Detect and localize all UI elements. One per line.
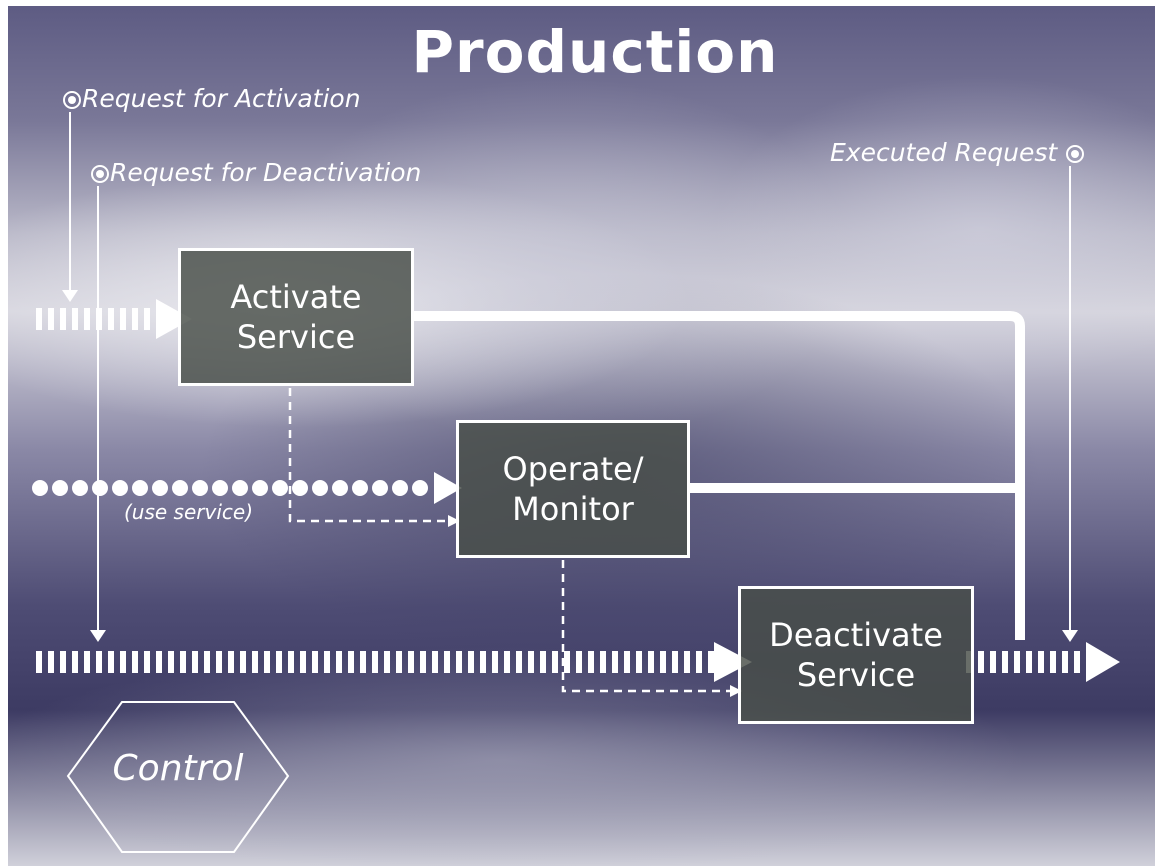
diagram-title: Production: [411, 18, 779, 86]
target-dot-icon: [1066, 145, 1085, 163]
deactivate-service-box: Deactivate Service: [738, 586, 974, 724]
executed-request-arrowhead: [1062, 630, 1078, 642]
target-dot-icon: [91, 165, 109, 183]
use-service-arrow: [32, 472, 462, 504]
use-service-label: (use service): [124, 500, 254, 524]
activate-to-operate-dashed: [288, 388, 450, 523]
request-activation-label: Request for Activation: [62, 84, 361, 113]
control-hexagon: [66, 701, 290, 853]
request-activation-text: Request for Activation: [82, 84, 361, 113]
request-deactivation-text: Request for Deactivation: [110, 158, 422, 187]
target-dot-icon: [63, 91, 81, 109]
output-arrow: [966, 642, 1120, 682]
operate-to-deactivate-dashed: [561, 560, 732, 693]
activation-request-arrowhead: [62, 290, 78, 302]
control-label: Control: [112, 748, 244, 789]
executed-request-text: Executed Request: [830, 138, 1058, 167]
executed-request-label: Executed Request: [830, 138, 1085, 167]
activate-feedback-line: [414, 311, 1025, 640]
request-deactivation-label: Request for Deactivation: [90, 158, 421, 187]
activate-input-arrow: [36, 299, 192, 339]
activate-service-box: Activate Service: [178, 248, 414, 386]
operate-monitor-box: Operate/ Monitor: [456, 420, 690, 558]
deactivation-request-arrowhead: [90, 630, 106, 642]
main-lifecycle-arrow: [36, 642, 752, 682]
